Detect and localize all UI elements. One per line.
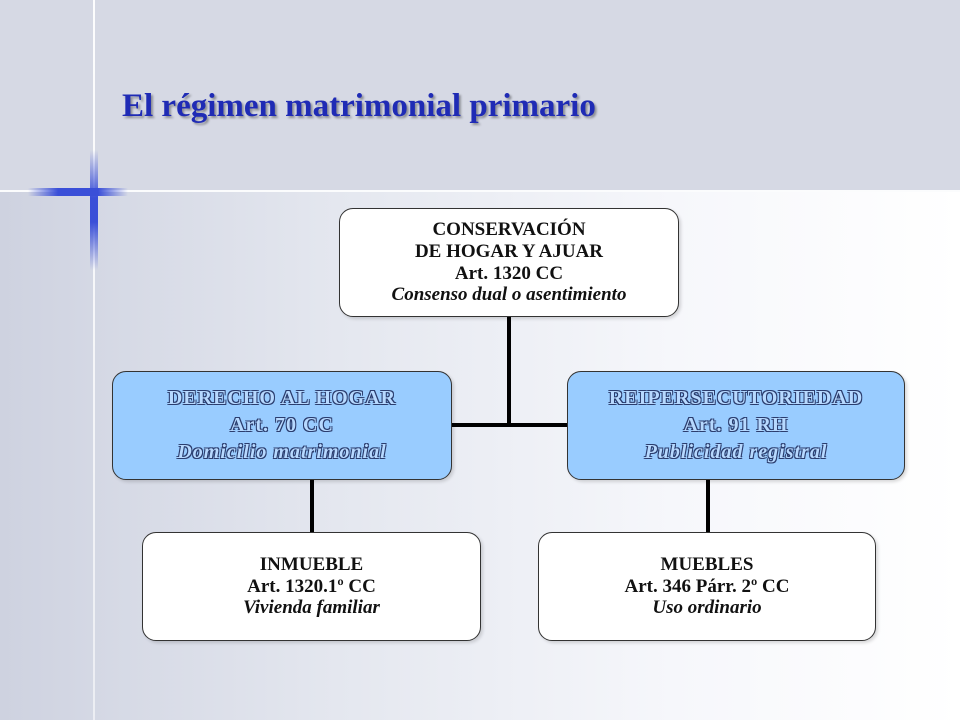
- diagram-node-conservacion: CONSERVACIÓN DE HOGAR Y AJUAR Art. 1320 …: [339, 208, 679, 317]
- diagram-node-derecho-al-hogar: DERECHO AL HOGAR Art. 70 CC Domicilio ma…: [112, 371, 452, 480]
- slide-title: El régimen matrimonial primario: [122, 88, 596, 124]
- node-article: Art. 1320.1º CC: [247, 575, 376, 597]
- node-article: Art. 70 CC: [230, 414, 334, 436]
- connector-left-down: [310, 480, 314, 532]
- connector-right-down: [706, 480, 710, 532]
- decorative-vertical-line: [93, 0, 95, 720]
- node-description: Consenso dual o asentimiento: [391, 284, 627, 306]
- node-description: Domicilio matrimonial: [177, 441, 387, 463]
- node-heading: INMUEBLE: [259, 553, 364, 575]
- diagram-node-inmueble: INMUEBLE Art. 1320.1º CC Vivienda famili…: [142, 532, 481, 641]
- node-description: Publicidad registral: [644, 441, 828, 463]
- node-description: Uso ordinario: [652, 597, 762, 619]
- diagram-node-muebles: MUEBLES Art. 346 Párr. 2º CC Uso ordinar…: [538, 532, 876, 641]
- header-divider-line: [0, 190, 960, 192]
- decorative-cross-horizontal: [28, 188, 128, 196]
- node-article: Art. 91 RH: [683, 414, 789, 436]
- diagram-node-reipersecutoriedad: REIPERSECUTORIEDAD Art. 91 RH Publicidad…: [567, 371, 905, 480]
- node-heading: DERECHO AL HOGAR: [167, 387, 397, 409]
- connector-horizontal: [452, 423, 567, 427]
- node-heading: CONSERVACIÓN: [432, 218, 586, 240]
- node-subheading: DE HOGAR Y AJUAR: [414, 240, 604, 262]
- decorative-cross-vertical: [90, 150, 98, 270]
- node-article: Art. 346 Párr. 2º CC: [624, 575, 790, 597]
- node-article: Art. 1320 CC: [454, 262, 564, 284]
- header-band: [0, 0, 960, 192]
- node-description: Vivienda familiar: [243, 597, 380, 619]
- node-heading: MUEBLES: [660, 553, 754, 575]
- node-heading: REIPERSECUTORIEDAD: [608, 387, 864, 409]
- connector-root-down: [507, 317, 511, 425]
